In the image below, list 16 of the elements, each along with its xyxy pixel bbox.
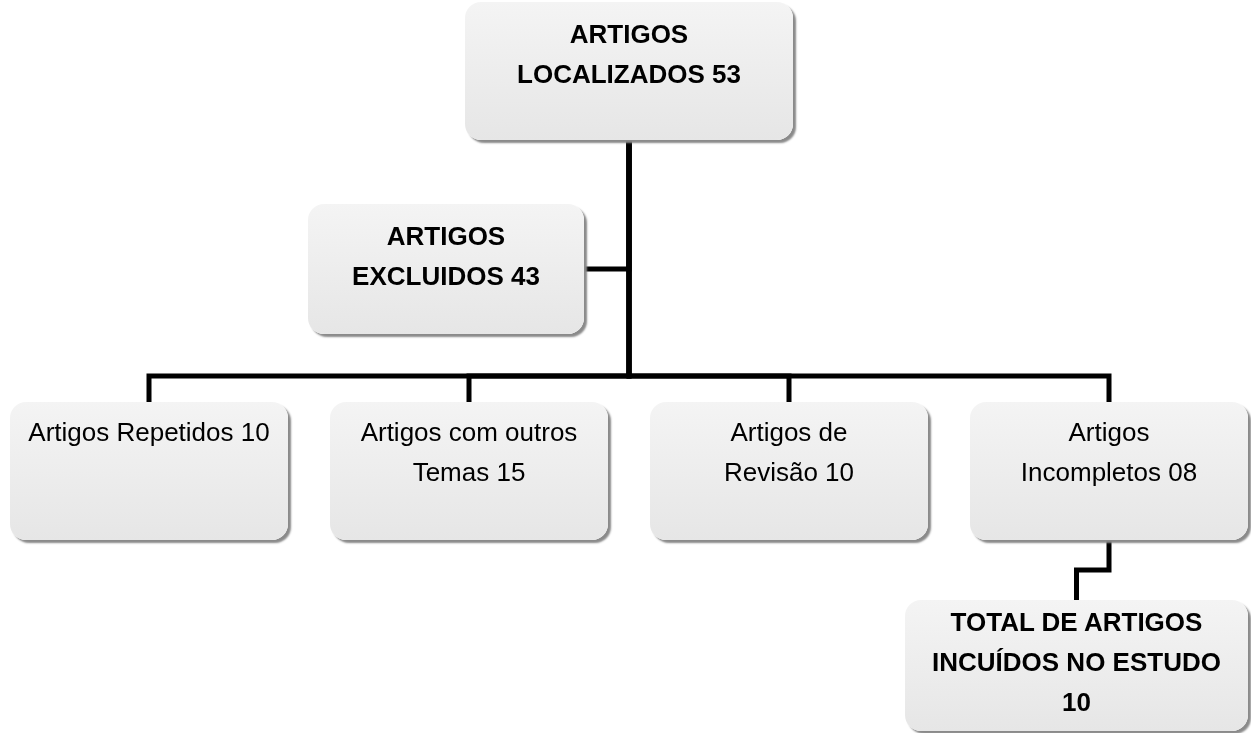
- rounded-box: [465, 2, 793, 140]
- box-label: Artigos de Revisão 10: [722, 416, 856, 489]
- connector-line: [1074, 540, 1112, 600]
- connector-line: [626, 140, 1112, 402]
- rounded-box: [330, 402, 608, 540]
- box-label: Artigos Incompletos 08: [1019, 416, 1199, 489]
- box-heading: ARTIGOS LOCALIZADOS 53: [516, 18, 742, 91]
- box-label: Artigos Repetidos 10: [28, 416, 270, 449]
- box-label: Artigos com outros Temas 15: [359, 416, 579, 489]
- rounded-box: [970, 402, 1248, 540]
- box-heading: ARTIGOS EXCLUIDOS 43: [351, 220, 541, 293]
- rounded-box: [308, 204, 584, 334]
- rounded-box: [650, 402, 928, 540]
- rounded-box: [905, 600, 1248, 731]
- box-heading: TOTAL DE ARTIGOS INCUÍDOS NO ESTUDO 10: [931, 606, 1222, 719]
- rounded-box: [10, 402, 288, 540]
